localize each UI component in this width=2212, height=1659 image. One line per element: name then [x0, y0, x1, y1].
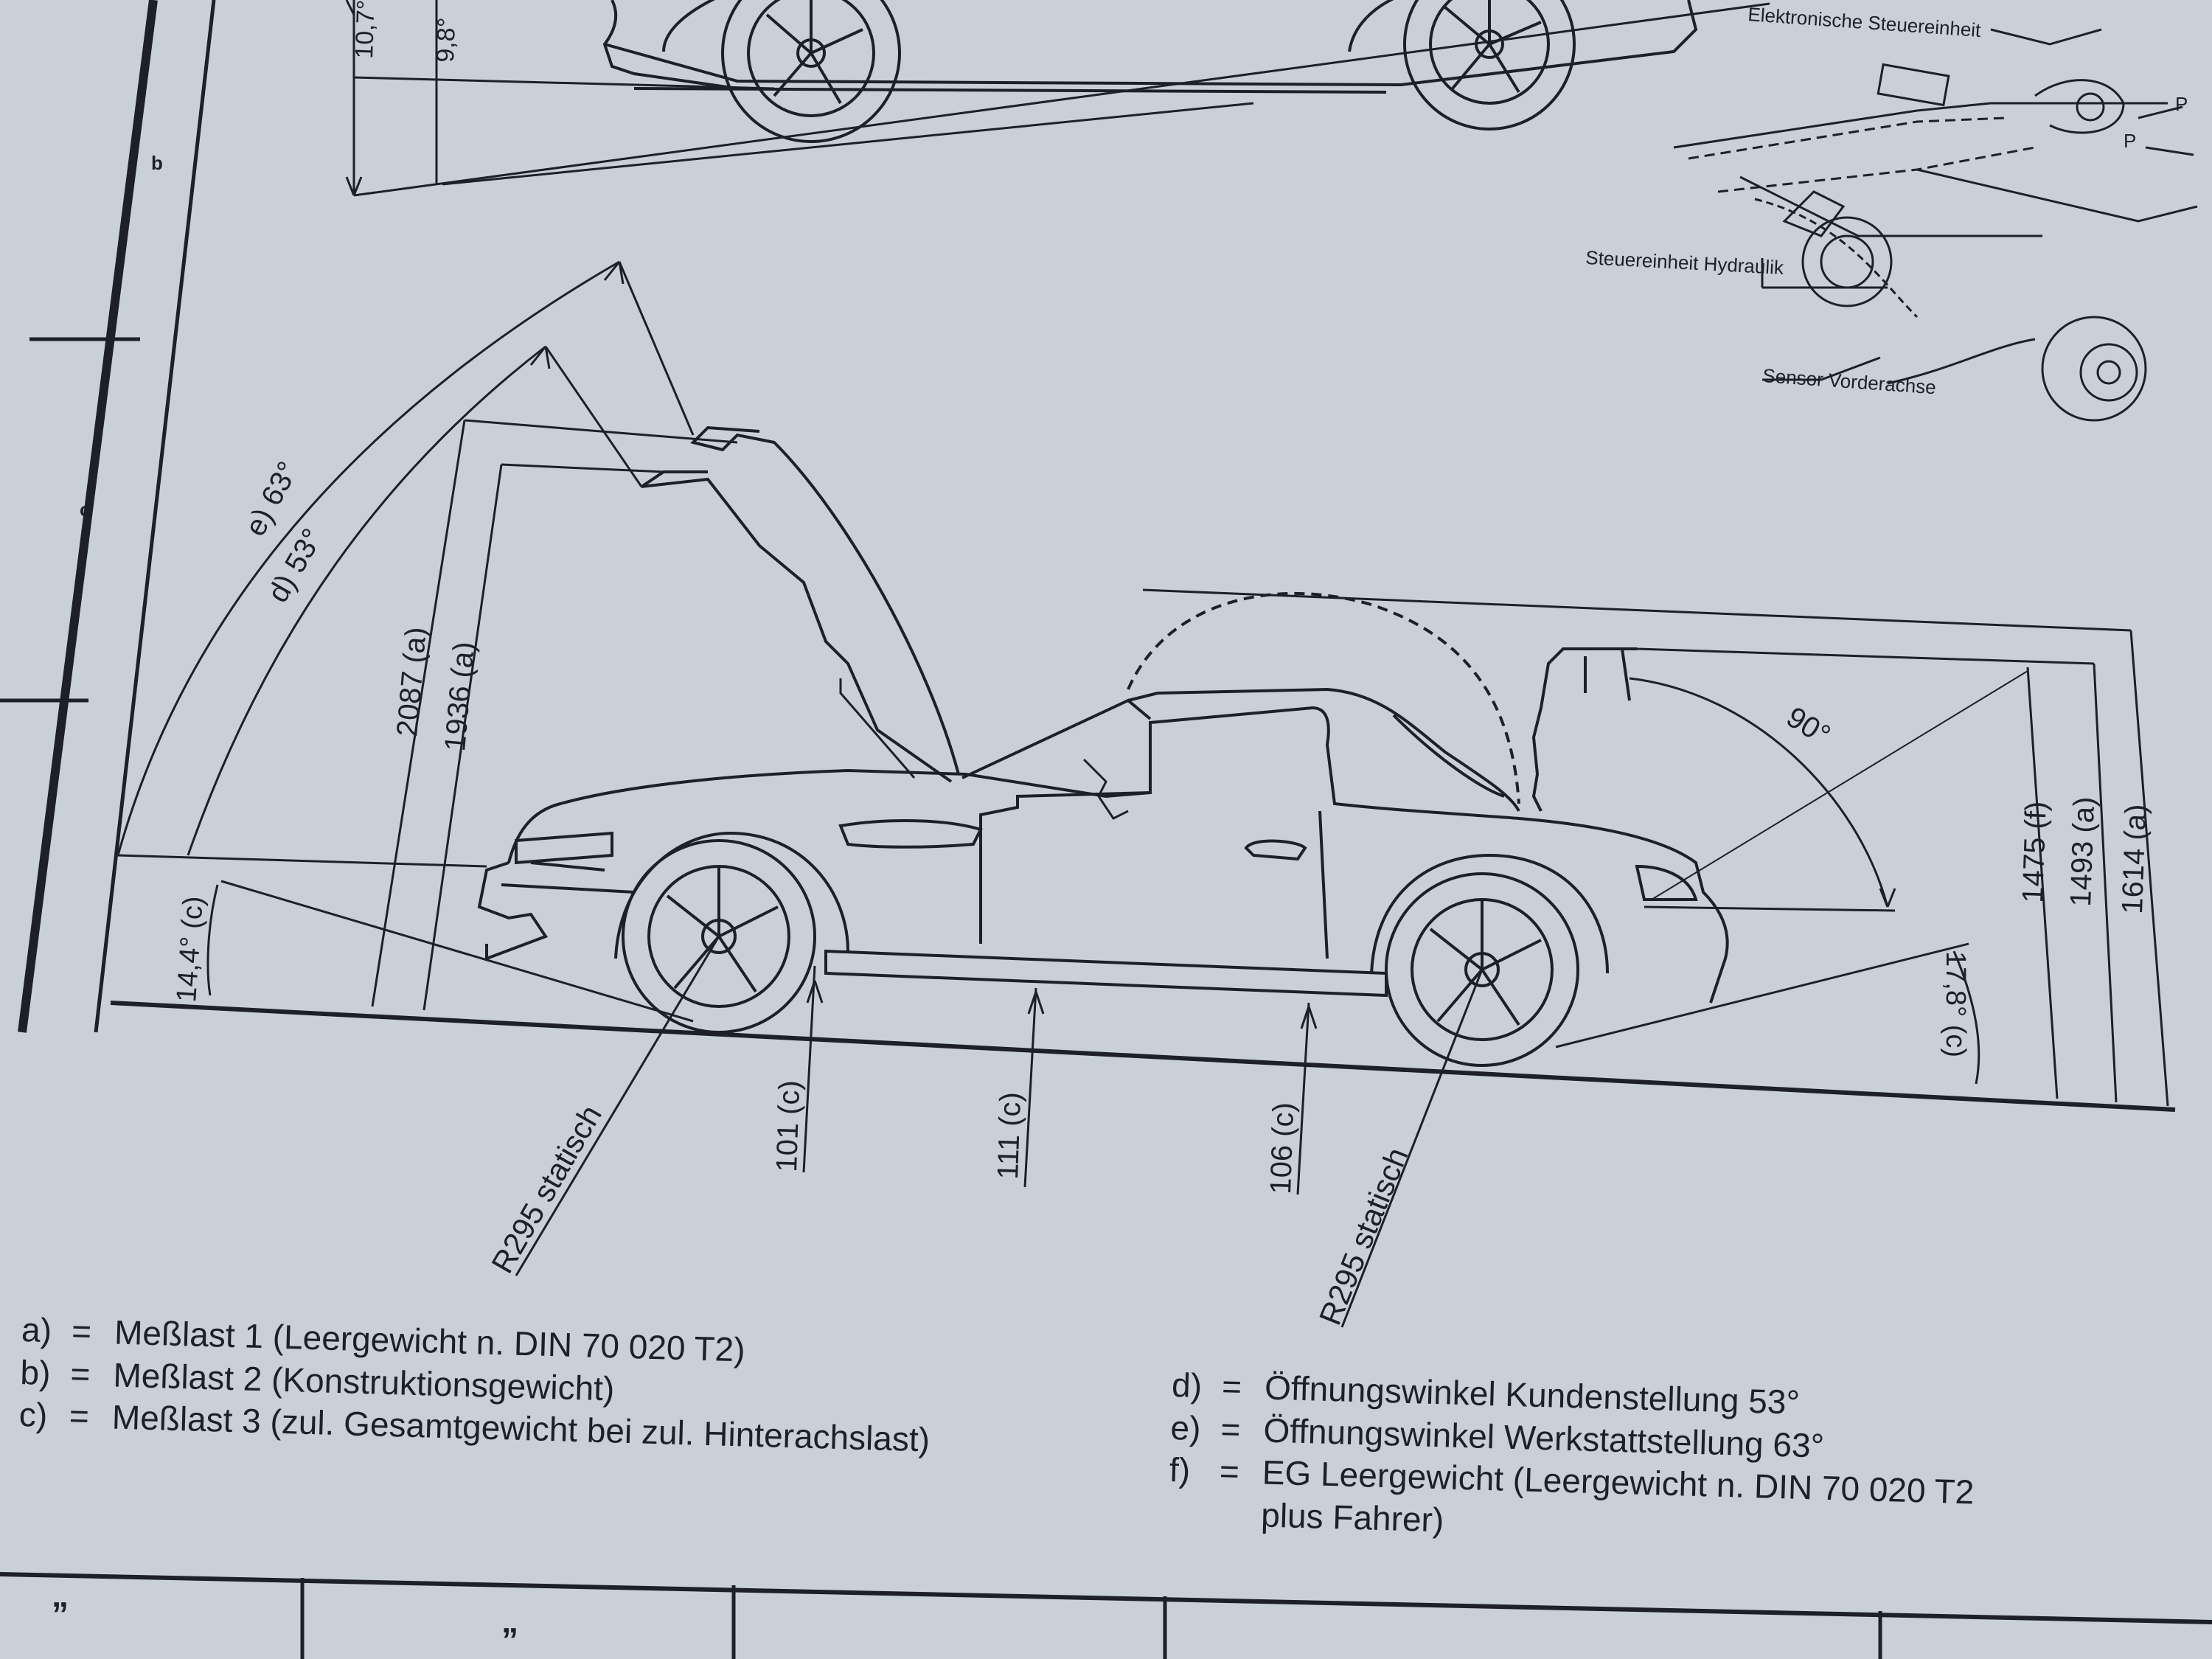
angle-front-ramp: 14,4° (c) [171, 895, 209, 1004]
frame-marker-bottom-2: ” [501, 1621, 518, 1659]
legend-right: d) = Öffnungswinkel Kundenstellung 53° e… [1168, 1364, 1978, 1556]
rear-wheel [1385, 872, 1579, 1067]
frame-marker-b: b [151, 152, 163, 174]
legend-equals: = [69, 1396, 90, 1436]
top-dimension-10-7: 10,7° [350, 0, 380, 59]
height-trunk-f: 1475 (f) [2017, 801, 2053, 903]
hood-open-d [640, 470, 953, 783]
legend-equals: = [69, 1354, 91, 1394]
hood-open-e [690, 425, 960, 775]
angle-rear-ramp: 17,8° (c) [1940, 951, 1971, 1057]
top-car-view [345, 0, 1770, 197]
main-car-view [110, 260, 2176, 1328]
frame-marker-bottom-1: ” [52, 1595, 69, 1633]
ground-line [110, 1001, 2176, 1112]
top-dimension-9-8: 9,8° [431, 17, 461, 63]
clearance-111: 111 (c) [992, 1091, 1027, 1180]
legend-key: f) [1169, 1450, 1191, 1489]
legend-key: c) [18, 1394, 49, 1435]
legend-key: a) [21, 1310, 52, 1350]
clearance-101: 101 (c) [771, 1079, 806, 1172]
legend-left: a) = Meßlast 1 (Leergewicht n. DIN 70 02… [18, 1309, 933, 1461]
legend-key: e) [1169, 1408, 1202, 1447]
clearance-106: 106 (c) [1265, 1102, 1300, 1194]
front-wheel [622, 839, 816, 1034]
legend-equals: = [71, 1311, 92, 1351]
legend-equals: = [1219, 1451, 1240, 1491]
legend-equals: = [1221, 1366, 1242, 1406]
legend-text: plus Fahrer) [1260, 1495, 1444, 1539]
trunk-open [1531, 647, 1637, 812]
brake-system-inset [1673, 28, 2198, 422]
legend-key: d) [1171, 1365, 1203, 1405]
frame-marker-c: c [80, 498, 90, 521]
height-trunk-max: 1614 (a) [2116, 804, 2152, 914]
height-trunk-a: 1493 (a) [2065, 796, 2101, 907]
legend-equals [1218, 1492, 1249, 1536]
legend-key: b) [19, 1352, 52, 1392]
legend-equals: = [1220, 1409, 1242, 1449]
inset-part-letter-2: P [2175, 93, 2188, 115]
inset-part-letter-1: P [2124, 130, 2136, 152]
legend-key [1168, 1491, 1206, 1534]
